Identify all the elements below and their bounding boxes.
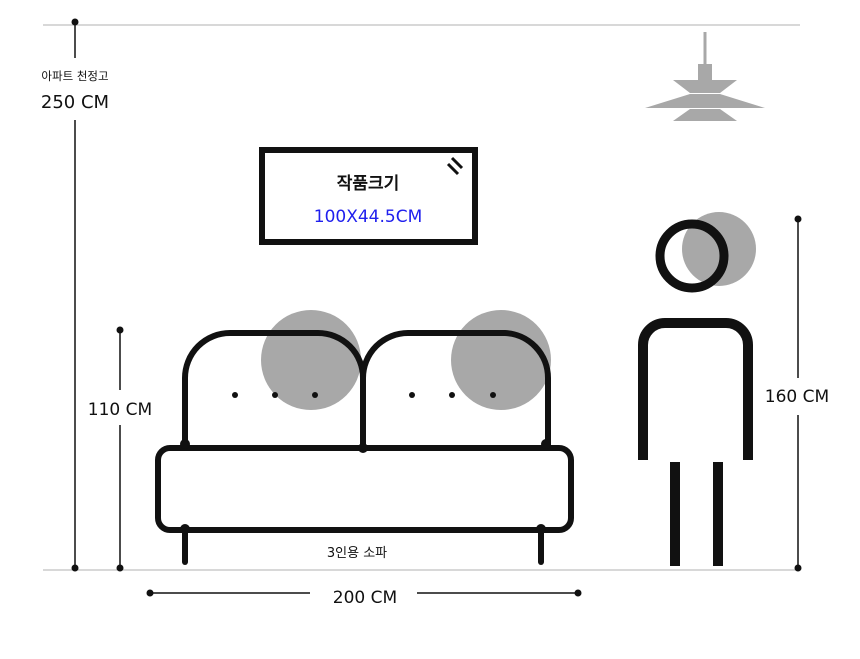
pendant-lamp-icon: [645, 32, 765, 121]
ceiling-height-label: 250 CM: [41, 92, 109, 113]
sofa-icon: [155, 310, 574, 565]
person-height-dimension: [794, 215, 802, 572]
artwork-size: 100X44.5CM: [314, 207, 422, 227]
hanging-wire-icon: [446, 156, 464, 176]
ceiling-caption: 아파트 천정고: [41, 69, 108, 83]
sofa-height-dimension: [116, 326, 124, 572]
sofa-height-label: 110 CM: [88, 400, 152, 420]
ceiling-height-dimension: [71, 18, 79, 572]
sofa-width-label: 200 CM: [333, 588, 397, 608]
person-icon: [638, 212, 756, 566]
person-height-label: 160 CM: [765, 387, 829, 407]
artwork-frame: [259, 147, 478, 245]
artwork-title: 작품크기: [337, 174, 400, 194]
sofa-width-dimension: [146, 589, 582, 597]
sofa-caption: 3인용 소파: [327, 546, 387, 561]
